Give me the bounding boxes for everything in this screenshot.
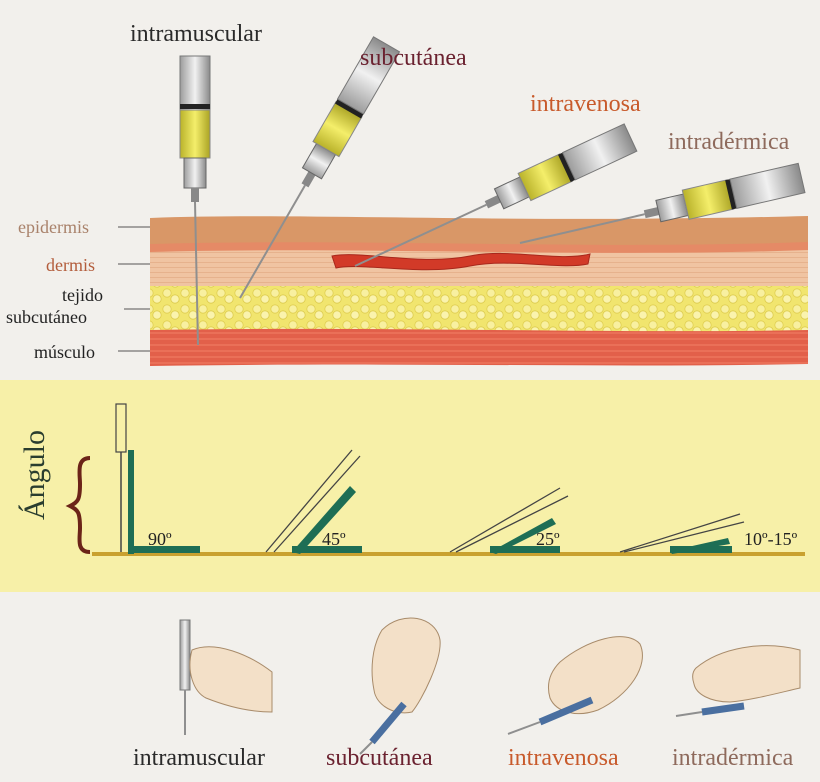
label-musculo: músculo [34,342,95,362]
label-intravenosa-top: intravenosa [530,91,641,117]
skin-cross-section [150,216,808,366]
angle-label-45: 45º [322,529,346,549]
angle-marker-90 [115,403,200,554]
angle-marker-45 [265,449,362,554]
angle-title: Ángulo [18,430,51,520]
angle-brace [65,456,91,554]
syringe-intravenosa [354,123,638,267]
label-subcutanea-top: subcutánea [360,45,467,71]
angle-label-25: 25º [536,529,560,549]
label-tejido: tejido [62,285,103,305]
label-intradermica-top: intradérmica [668,129,790,155]
syringe-intramuscular [179,55,211,346]
angle-label-90: 90º [148,529,172,549]
layer-pointer-lines [118,226,150,352]
subcutaneous-fat-layer [150,286,808,332]
label-intravenosa-bottom: intravenosa [508,745,619,771]
angle-label-10-15: 10º-15º [744,529,798,549]
label-intramuscular-top: intramuscular [130,21,262,47]
epidermis-layer [150,216,808,246]
label-dermis: dermis [46,255,95,275]
angle-marker-25 [449,487,569,554]
syringe-intradermica [519,162,806,244]
label-intradermica-bottom: intradérmica [672,745,794,771]
hand-intramuscular [179,619,273,735]
blood-vessel [331,252,591,271]
angle-marker-10-15 [619,513,745,554]
hand-intravenosa [507,636,643,735]
hand-intradermica [675,645,801,717]
dermis-layer [150,250,808,288]
muscle-layer [150,328,808,366]
syringe-subcutanea [239,36,401,299]
angle-band [0,380,820,592]
label-epidermis: epidermis [18,217,89,237]
label-subcutanea-bottom: subcutánea [326,745,433,771]
hand-subcutanea [359,617,441,755]
label-subcutaneo: subcutáneo [6,307,87,327]
label-intramuscular-bottom: intramuscular [133,745,265,771]
